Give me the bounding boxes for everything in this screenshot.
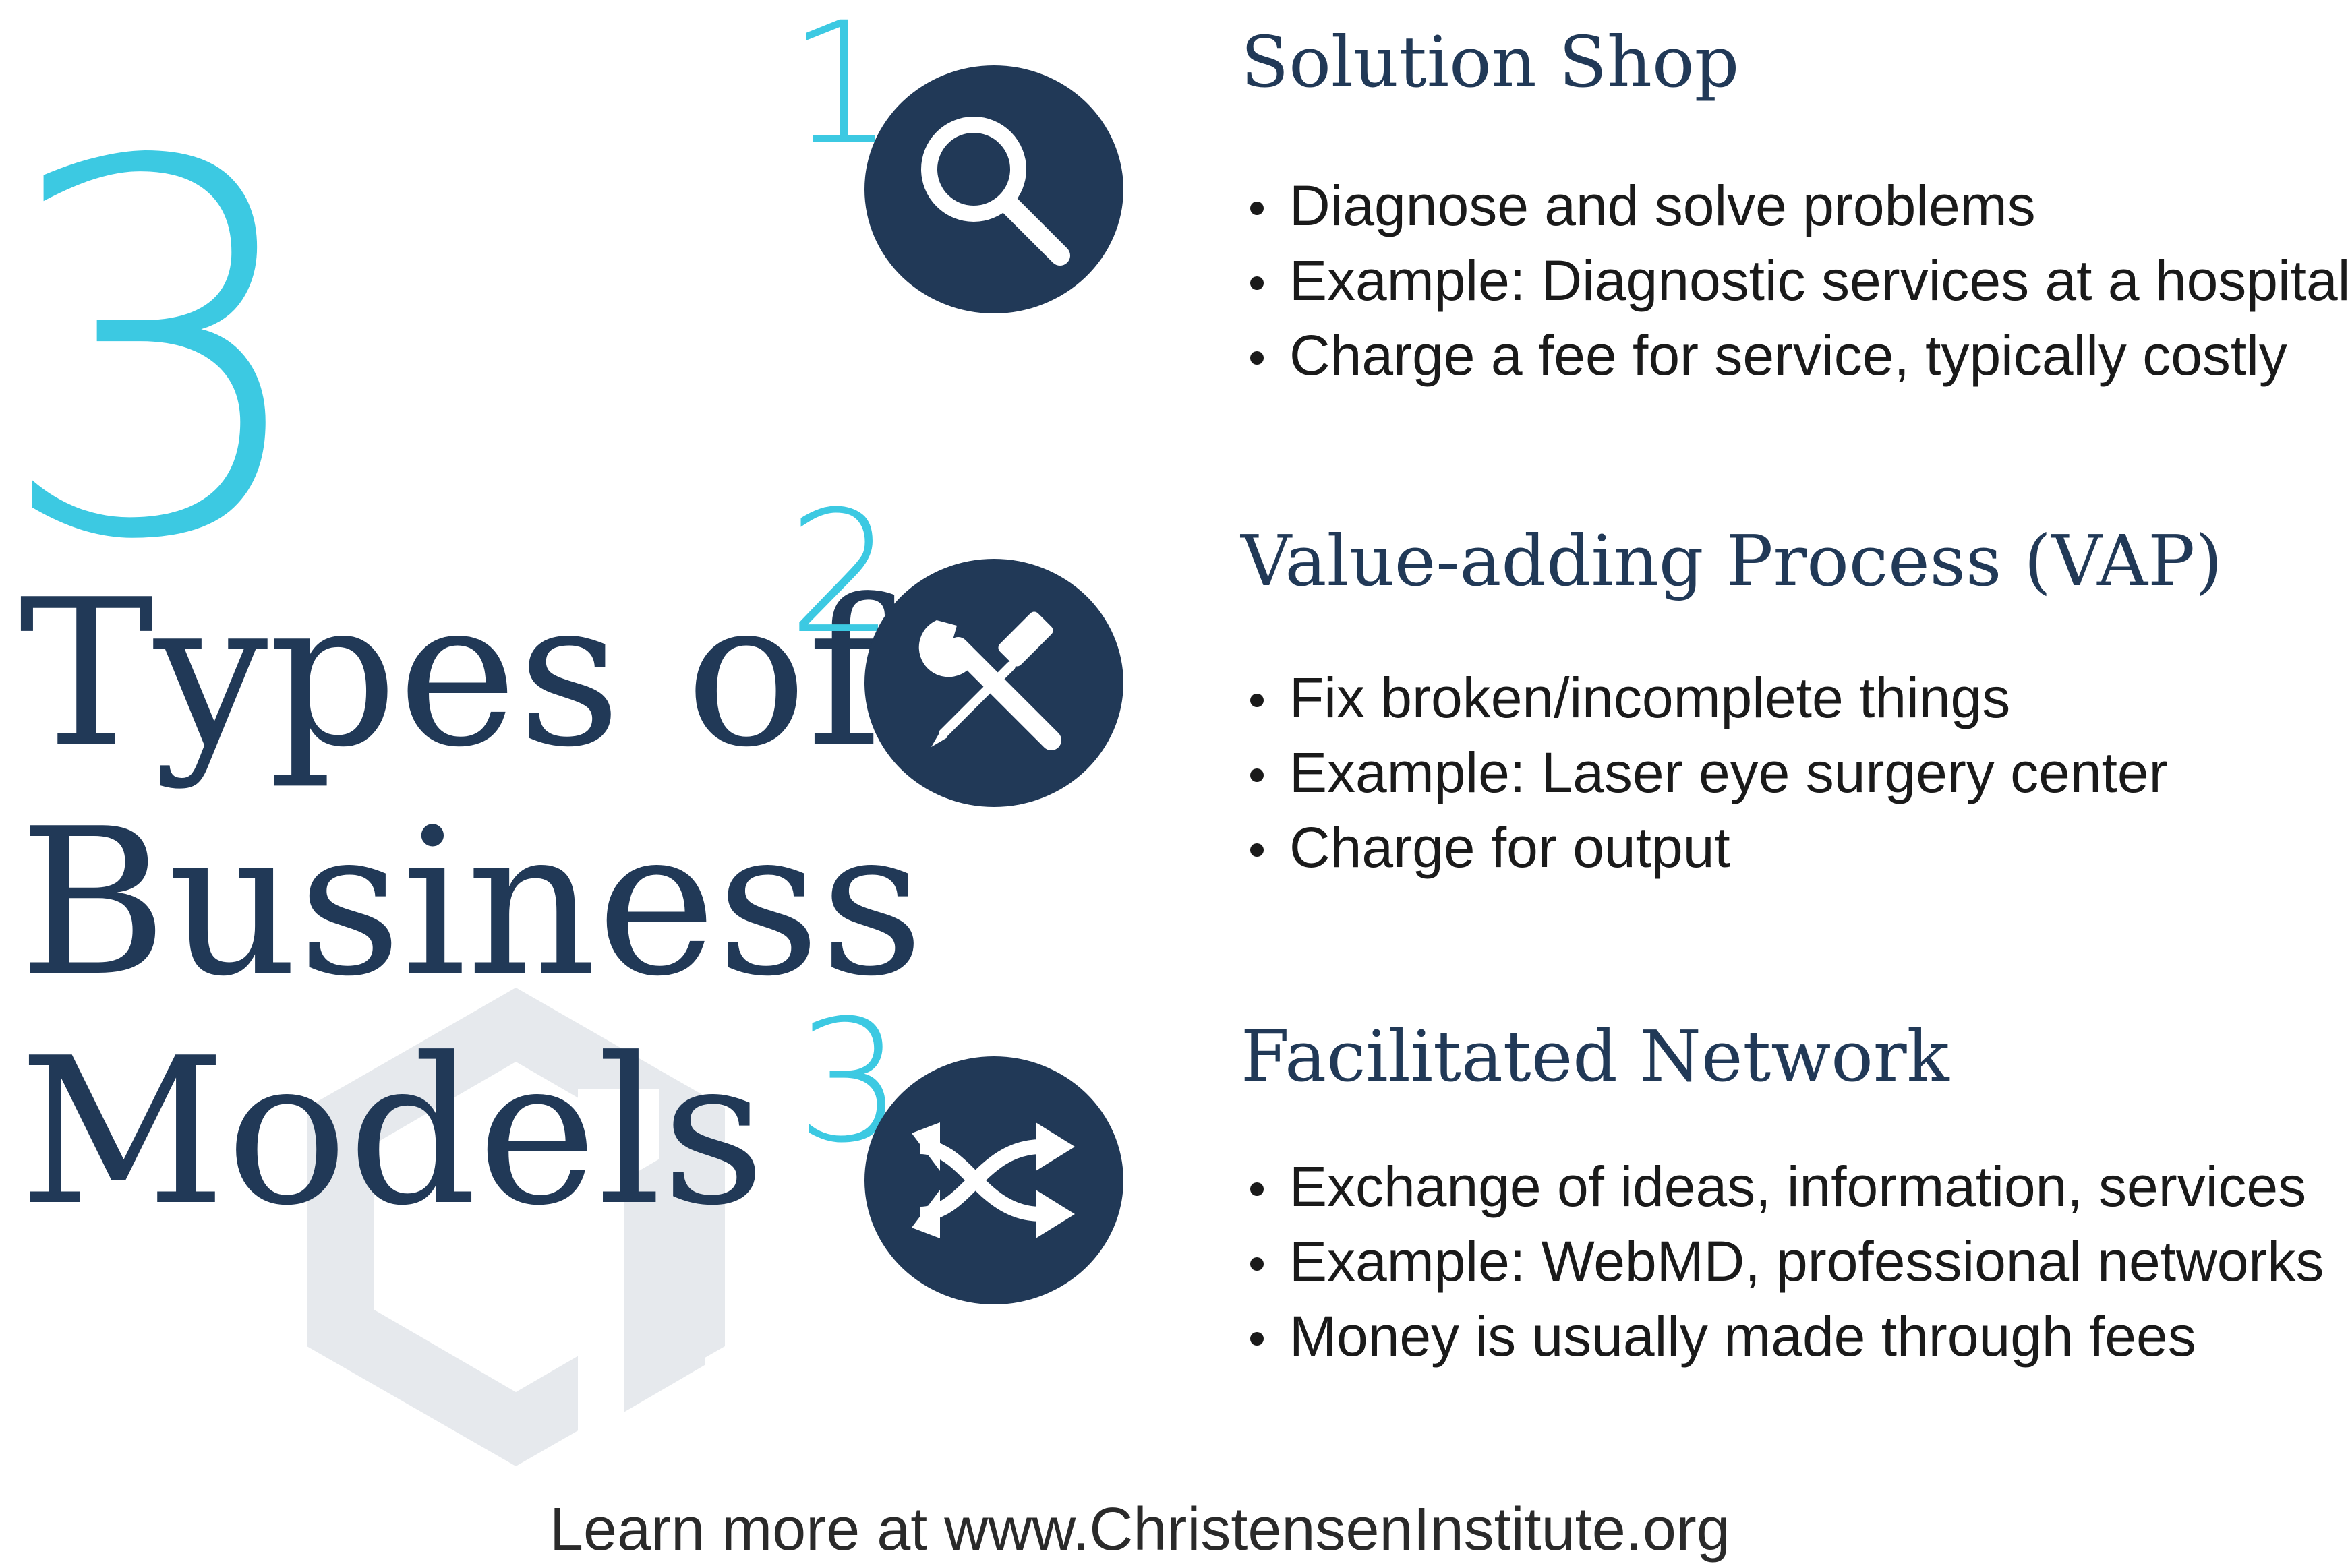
section-3-circle bbox=[864, 1056, 1123, 1304]
heading-line-1: Types of bbox=[19, 556, 883, 791]
section-3-bullets: Exchange of ideas, information, services… bbox=[1241, 1149, 2324, 1374]
section-2-bullets: Fix broken/incomplete things Example: La… bbox=[1241, 661, 2168, 885]
list-item: Example: Laser eye surgery center bbox=[1241, 735, 2168, 810]
list-item: Example: WebMD, professional networks bbox=[1241, 1224, 2324, 1299]
magnifier-icon bbox=[921, 117, 1070, 266]
list-item: Exchange of ideas, information, services bbox=[1241, 1149, 2324, 1224]
list-item: Money is usually made through fees bbox=[1241, 1299, 2324, 1374]
section-2-circle bbox=[864, 559, 1123, 807]
section-1-title: Solution Shop bbox=[1241, 21, 1740, 103]
footer-link[interactable]: Learn more at www.ChristensenInstitute.o… bbox=[550, 1496, 1730, 1563]
section-3-title: Facilitated Network bbox=[1241, 1015, 1949, 1097]
heading-line-2: Business bbox=[19, 785, 924, 1021]
list-item: Fix broken/incomplete things bbox=[1241, 661, 2168, 735]
list-item: Charge for output bbox=[1241, 810, 2168, 885]
wrench-screwdriver-icon bbox=[918, 611, 1061, 750]
heading-number: 3 bbox=[0, 56, 320, 652]
section-1-bullets: Diagnose and solve problems Example: Dia… bbox=[1241, 169, 2348, 393]
crossing-arrows-icon bbox=[912, 1122, 1075, 1238]
heading-line-3: Models bbox=[19, 1015, 766, 1250]
list-item: Charge a fee for service, typically cost… bbox=[1241, 318, 2348, 393]
section-1-circle bbox=[864, 65, 1123, 313]
watermark-logo-icon bbox=[307, 988, 725, 1466]
section-2-title: Value-adding Process (VAP) bbox=[1241, 520, 2223, 602]
list-item: Diagnose and solve problems bbox=[1241, 169, 2348, 243]
list-item: Example: Diagnostic services at a hospit… bbox=[1241, 243, 2348, 318]
